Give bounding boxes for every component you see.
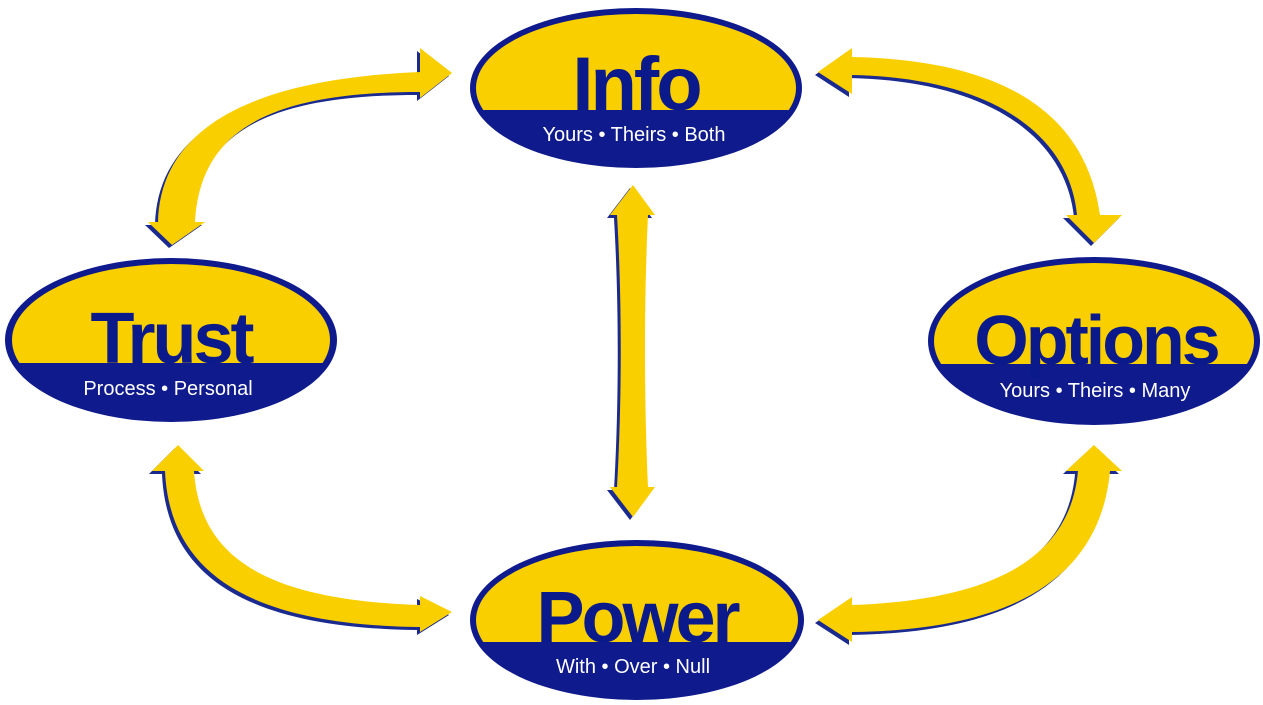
node-options: Options Yours • Theirs • Many [928,257,1260,425]
node-info-title: Info [572,42,700,127]
arrow-trust-power [149,445,452,635]
node-info: Info Yours • Theirs • Both [470,8,802,168]
arrow-info-power [607,185,655,520]
node-trust-subtitle: Process • Personal [83,378,252,400]
node-trust: Trust Process • Personal [5,258,337,422]
node-info-subtitle: Yours • Theirs • Both [543,124,726,146]
node-trust-title: Trust [90,299,254,379]
node-power-title: Power [536,578,739,658]
arrow-options-power [815,445,1122,645]
arrow-info-options [815,48,1122,246]
arrow-trust-info [145,48,452,248]
node-options-title: Options [974,301,1218,379]
node-power-subtitle: With • Over • Null [556,656,710,678]
node-options-subtitle: Yours • Theirs • Many [1000,380,1191,402]
node-power: Power With • Over • Null [470,540,804,700]
